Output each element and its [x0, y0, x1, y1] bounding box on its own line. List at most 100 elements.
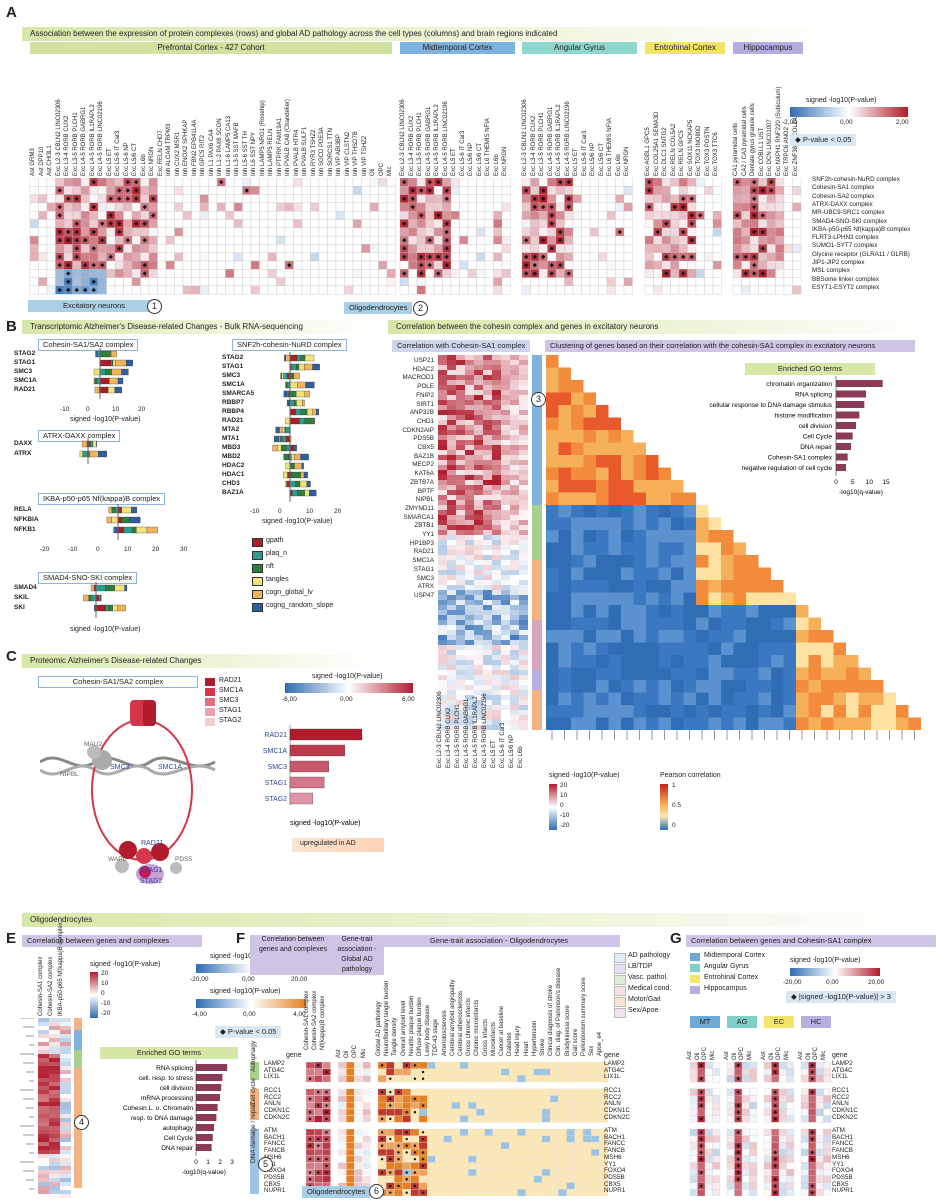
c-part-label: STAG1: [219, 707, 242, 714]
a-column-header: Exc L4-5 RORB GABRG1: [425, 106, 432, 176]
d-heat-cell: [501, 605, 510, 610]
d-heat-cell: [519, 550, 528, 555]
f-heat-cell: [484, 1128, 493, 1136]
g-gene-label: NUPR1: [832, 1187, 854, 1195]
d-heat-cell: [501, 400, 510, 405]
f-heat-cell: [418, 1088, 428, 1096]
f-heat-cell: [591, 1068, 600, 1076]
e-heat-cell: [49, 1062, 60, 1066]
d-corr-cell: [646, 517, 659, 530]
a-heat-cell: [250, 194, 260, 204]
g-heat-cell: [726, 1108, 735, 1116]
d-corr-cell: [658, 717, 671, 730]
d-heat-cell: [510, 645, 519, 650]
d-corr-cell: [558, 567, 571, 580]
d-heat-cell: [447, 480, 456, 485]
d-heat-cell: [510, 355, 519, 360]
d-corr-cell: [608, 417, 621, 430]
a-heat-cell: [157, 260, 167, 270]
f-heat-cell: [362, 1135, 371, 1143]
a-heat-cell: [572, 244, 582, 253]
a-heat-cell: [378, 252, 388, 262]
d-heat-cell: [456, 525, 465, 530]
f-gene-label: MSH6: [264, 1153, 282, 1161]
d-heat-cell: [465, 385, 474, 390]
d-corr-cell: [546, 617, 559, 630]
a-heat-cell: [140, 186, 150, 195]
a-heat-cell: [530, 285, 540, 295]
d-heat-cell: [483, 395, 492, 400]
f-col-label: Microinfarcts: [490, 1021, 497, 1056]
f-heat-cell: [599, 1075, 608, 1083]
f-heat-cell: [558, 1182, 567, 1190]
a-heat-cell: [250, 211, 260, 220]
d-corr-cell: [621, 430, 634, 443]
b-bar-segment: [285, 426, 290, 434]
f-heat-cell: [525, 1182, 534, 1190]
a-heat-cell: [792, 269, 802, 278]
b-axis-tick: 10: [306, 508, 314, 515]
d-corr-cell: [658, 492, 671, 505]
a-heat-cell: [501, 235, 511, 245]
d-heat-cell: [465, 590, 474, 595]
f-heat-cell: [566, 1108, 575, 1116]
f-heat-cell: [574, 1115, 584, 1123]
a-heat-cell: [433, 244, 443, 253]
a-sig-mark: [760, 246, 765, 251]
g-gene-label: CBX5: [832, 1180, 849, 1188]
d-heat-cell: [501, 540, 510, 545]
a-sig-mark: [558, 238, 563, 243]
a-heat-cell: [416, 235, 426, 245]
e-heat-cell: [49, 1134, 60, 1138]
a-heat-cell: [476, 186, 486, 195]
f-heat-cell: [517, 1162, 526, 1170]
f-heat-cell: [550, 1182, 559, 1190]
a-heat-cell: [467, 219, 477, 228]
d-heat-cell: [456, 420, 465, 425]
f-heat-cell: [337, 1062, 347, 1069]
d-heat-cell: [474, 405, 483, 410]
a-heat-cell: [598, 219, 608, 228]
d-heat-cell: [447, 540, 456, 545]
a-heat-cell: [687, 285, 697, 295]
a-heat-cell: [476, 178, 486, 187]
g-heat-cell: [778, 1175, 787, 1183]
g-heat-cell: [741, 1102, 750, 1110]
d-corr-cell: [771, 592, 784, 605]
b-bar-segment: [311, 408, 317, 416]
g-heat-cell: [815, 1148, 824, 1156]
f-heat-cell: [427, 1128, 436, 1136]
a-heat-cell: [399, 202, 409, 212]
a-heat-cell: [589, 219, 599, 228]
a-heat-cell: [369, 269, 379, 278]
d-heat-cell: [501, 355, 510, 360]
f-heat-cell: [517, 1075, 526, 1083]
a-heat-cell: [555, 277, 565, 287]
f-heat-cell: [533, 1155, 543, 1163]
d-corr-cell: [546, 630, 559, 643]
d-heat-cell: [447, 500, 456, 505]
b-bar-segment: [115, 359, 127, 367]
d-go-bar: [836, 443, 851, 450]
f-heat-cell: [443, 1128, 452, 1136]
d-heat-cell: [474, 480, 483, 485]
d-cluster-segment: [532, 670, 542, 690]
f-col-label: OPC: [352, 1044, 359, 1058]
a-heat-cell: [467, 235, 477, 245]
f-heat-cell: [550, 1135, 559, 1143]
a-heat-cell: [484, 194, 494, 204]
a-sig-mark: [91, 246, 96, 251]
a-heat-cell: [758, 252, 768, 262]
a-heat-cell: [140, 277, 150, 287]
a-heat-cell: [476, 227, 486, 237]
g-heat-cell: [741, 1108, 750, 1116]
f-heat-cell: [435, 1135, 444, 1143]
a-heat-cell: [148, 244, 158, 253]
d-corr-cell: [771, 705, 784, 718]
a-heat-cell: [46, 269, 56, 278]
d-heat-cell: [474, 645, 483, 650]
a-sig-mark: [760, 271, 765, 276]
d-gene-label: HDAC2: [412, 365, 434, 373]
g-heat-cell: [786, 1155, 795, 1163]
d-corr-cell: [746, 680, 759, 693]
